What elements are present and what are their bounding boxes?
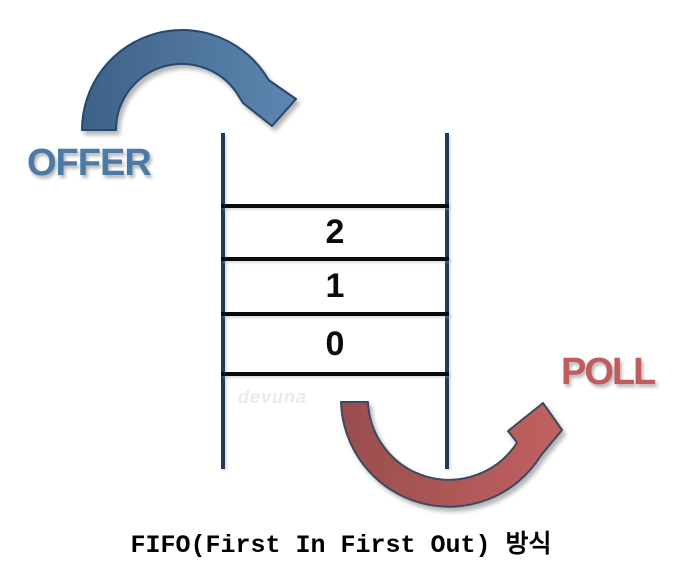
watermark: devuna [238, 387, 308, 407]
offer-label: OFFER [27, 142, 152, 184]
queue-cell-value: 0 [325, 324, 345, 363]
poll-curved-arrow-icon [340, 401, 563, 508]
queue-cell-value: 2 [325, 213, 345, 251]
poll-label: POLL [561, 351, 656, 393]
offer-curved-arrow-icon [81, 29, 297, 131]
queue-cell-value: 1 [325, 267, 345, 305]
caption-title: FIFO(First In First Out) 방식 [130, 531, 552, 560]
